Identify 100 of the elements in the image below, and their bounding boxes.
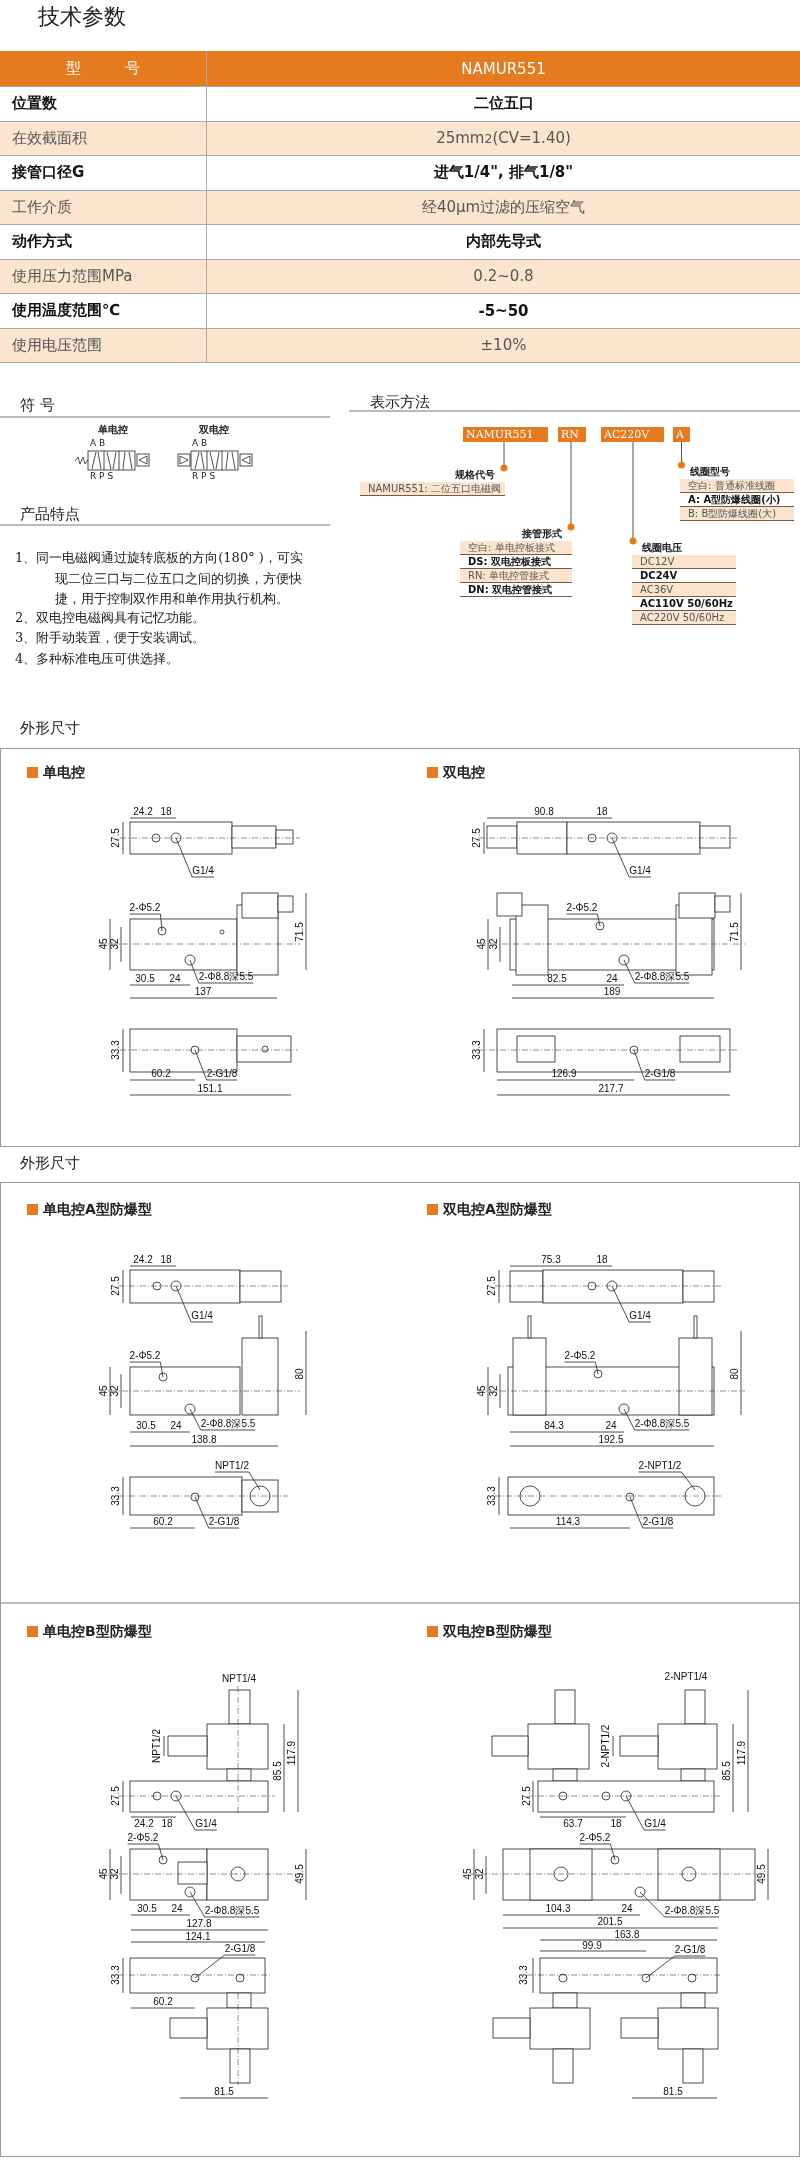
dimension-label: 18 [160,1255,172,1265]
code-box: RN [558,427,586,442]
dimension-label: 138.8 [191,1435,217,1445]
dimension-label: 84.3 [544,1421,564,1431]
page-title: 技术参数 [38,3,126,31]
dimension-label: 60.2 [151,1069,171,1079]
dimension-label: 80 [295,1368,305,1380]
dimension-label: 85.5 [273,1761,283,1781]
port-label: A B [90,438,106,448]
section-heading: 外形尺寸 [20,1153,80,1173]
dimension-label: 2-Φ5.2 [127,1833,159,1843]
option-row: B: B型防爆线圈(大) [680,507,794,521]
table-cell: 使用电压范围 [0,328,207,363]
dimension-label: 2-Φ8.8深5.5 [664,1906,720,1916]
dimension-label: 104.3 [545,1904,571,1914]
dimension-label: 18 [596,1255,608,1265]
dimension-label: 24 [169,974,181,984]
dimension-label: 2-Φ8.8深5.5 [204,1906,260,1916]
dimension-label: 2-Φ5.2 [566,903,598,913]
connector-line [629,441,637,545]
dimension-label: 2-G1/8 [208,1517,240,1527]
dimension-label: 32 [110,1868,120,1880]
table-cell: 工作介质 [0,190,207,225]
section-heading: 外形尺寸 [20,718,80,738]
dimension-label: G1/4 [195,1819,217,1829]
dimension-label: 2-G1/8 [642,1517,674,1527]
dimension-label: 27.5 [522,1786,532,1806]
dimension-label: 2-Φ8.8深5.5 [200,1419,256,1429]
dimension-label: NPT1/2 [215,1461,249,1471]
dimension-label: 33.3 [111,1040,121,1060]
panel-heading: 单电控A型防爆型 [43,1200,152,1219]
dimension-label: 82.5 [547,974,567,984]
panel-heading: 双电控B型防爆型 [443,1622,552,1641]
dimension-label: G1/4 [191,1311,213,1321]
dimension-label: 24 [621,1904,633,1914]
panel-heading: 双电控 [443,763,485,782]
panel-heading: 双电控A型防爆型 [443,1200,552,1219]
dimension-label: 75.3 [541,1255,561,1265]
dimension-label: 33.3 [487,1486,497,1506]
dimension-label: 2-Φ5.2 [129,1351,161,1361]
dimension-label: 71.5 [295,922,305,942]
dimension-label: 27.5 [111,828,121,848]
table-cell: 动作方式 [0,225,207,260]
section-heading: 符 号 [20,395,55,415]
dimension-label: 2-G1/8 [674,1945,706,1955]
dimension-label: 137 [194,987,212,997]
dimension-label: 2-Φ8.8深5.5 [634,972,690,982]
dimension-label: 60.2 [153,1517,173,1527]
dimension-label: 2-Φ5.2 [564,1351,596,1361]
option-row: DS: 双电控板接式 [460,555,572,569]
option-row: DC12V [632,555,736,569]
table-cell: 经40μm过滤的压缩空气 [207,190,800,225]
feature-text: 3、附手动装置，便于安装调试。 [15,629,207,647]
panel-heading: 单电控B型防爆型 [43,1622,152,1641]
table-cell: NAMUR551 [207,51,800,87]
dimension-label: 2-Φ5.2 [129,903,161,913]
dimension-label: 117.9 [287,1740,297,1766]
port-label: A B [192,438,208,448]
port-label: R P S [192,471,216,481]
option-row: 空白: 单电控板接式 [460,541,572,555]
dimension-label: 33.3 [111,1486,121,1506]
dimension-label: 81.5 [214,2087,234,2097]
dimension-label: 2-G1/8 [224,1944,256,1954]
section-heading: 产品特点 [20,504,80,524]
table-cell: 使用温度范围℃ [0,294,207,329]
connector-line [567,441,575,531]
dimension-label: 2-NPT1/4 [664,1672,708,1682]
table-cell: 位置数 [0,87,207,122]
table-cell: 使用压力范围MPa [0,259,207,294]
option-heading: 线圈电压 [641,541,683,555]
dimension-label: 117.9 [737,1740,747,1766]
panel-heading: 单电控 [43,763,85,782]
code-box: AC220V [601,427,664,442]
section-heading: 表示方法 [370,392,430,412]
dimension-label: 33.3 [111,1965,121,1985]
option-row: NAMUR551: 二位五口电磁阀 [360,482,505,496]
table-cell: 接管口径G [0,156,207,191]
table-cell: 0.2~0.8 [207,259,800,294]
option-row: DN: 双电控管接式 [460,583,572,597]
dimension-label: 80 [730,1368,740,1380]
dimension-label: 2-G1/8 [644,1069,676,1079]
dimension-label: 2-Φ5.2 [579,1833,611,1843]
dimension-label: 24 [606,974,618,984]
connector-line [500,441,508,472]
dimension-label: 49.5 [757,1864,767,1884]
option-heading: 规格代号 [454,468,496,482]
dimension-label: 30.5 [137,1904,157,1914]
dimension-label: 217.7 [598,1084,624,1094]
port-label: R P S [90,471,114,481]
dimension-label: 24.2 [133,807,153,817]
feature-text: 4、多种标准电压可供选择。 [15,650,181,668]
option-row: AC36V [632,583,736,597]
dimension-label: 45 [477,1385,487,1397]
dimension-label: NPT1/4 [222,1674,256,1684]
code-box: A [673,427,690,442]
option-row: 空白: 普通标准线圈 [680,479,794,493]
dimension-label: 32 [489,1385,499,1397]
dimension-label: 33.3 [519,1965,529,1985]
dimension-label: 45 [99,1385,109,1397]
code-box: NAMUR551 [463,427,548,442]
